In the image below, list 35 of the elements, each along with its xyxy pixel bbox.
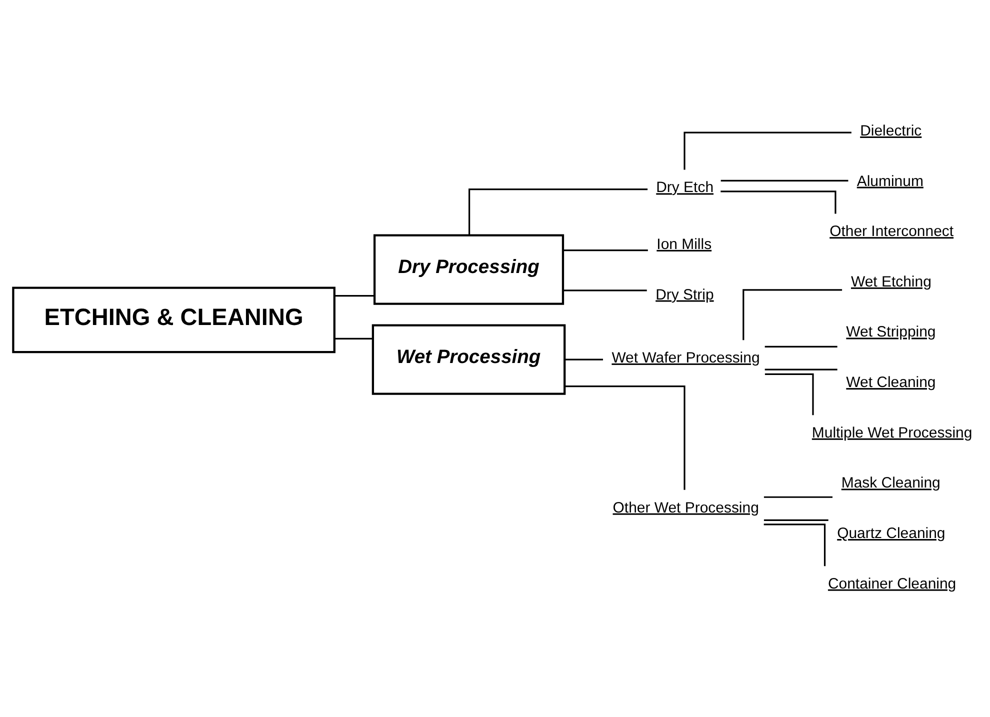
node-text: Dry Strip: [656, 286, 714, 303]
node-text: Mask Cleaning: [841, 474, 940, 492]
connector: [564, 385, 686, 490]
connector: [563, 249, 648, 251]
connector: [764, 518, 828, 520]
node-text: Container Cleaning: [828, 574, 956, 592]
node-box: Wet Processing: [372, 324, 566, 394]
connector: [563, 289, 647, 291]
node-box: ETCHING & CLEANING: [12, 286, 336, 353]
node-text: Aluminum: [856, 172, 924, 190]
node-text: Wet Stripping: [846, 323, 936, 340]
node-text: Other Interconnect: [830, 222, 954, 240]
connector: [720, 190, 836, 214]
connector: [742, 288, 842, 340]
node-text: Wet Etching: [850, 272, 932, 290]
connector: [684, 131, 852, 170]
node-text: Other Wet Processing: [612, 498, 759, 516]
connector: [764, 368, 838, 370]
node-text: Wet Wafer Processing: [612, 348, 760, 366]
connector: [564, 358, 603, 360]
node-text: Dry Etch: [656, 178, 714, 196]
connector: [468, 188, 648, 235]
node-text: Multiple Wet Processing: [812, 424, 972, 441]
connector: [764, 523, 826, 566]
connector: [334, 294, 374, 296]
connector: [764, 372, 814, 415]
node-text: Ion Mills: [656, 235, 712, 252]
node-text: Dielectric: [860, 122, 922, 139]
connector: [764, 345, 838, 347]
connector: [334, 337, 373, 339]
node-box: Dry Processing: [373, 234, 564, 304]
connector: [764, 496, 832, 498]
node-text: Quartz Cleaning: [837, 524, 946, 542]
connector: [720, 179, 848, 182]
node-text: Wet Cleaning: [846, 374, 936, 391]
